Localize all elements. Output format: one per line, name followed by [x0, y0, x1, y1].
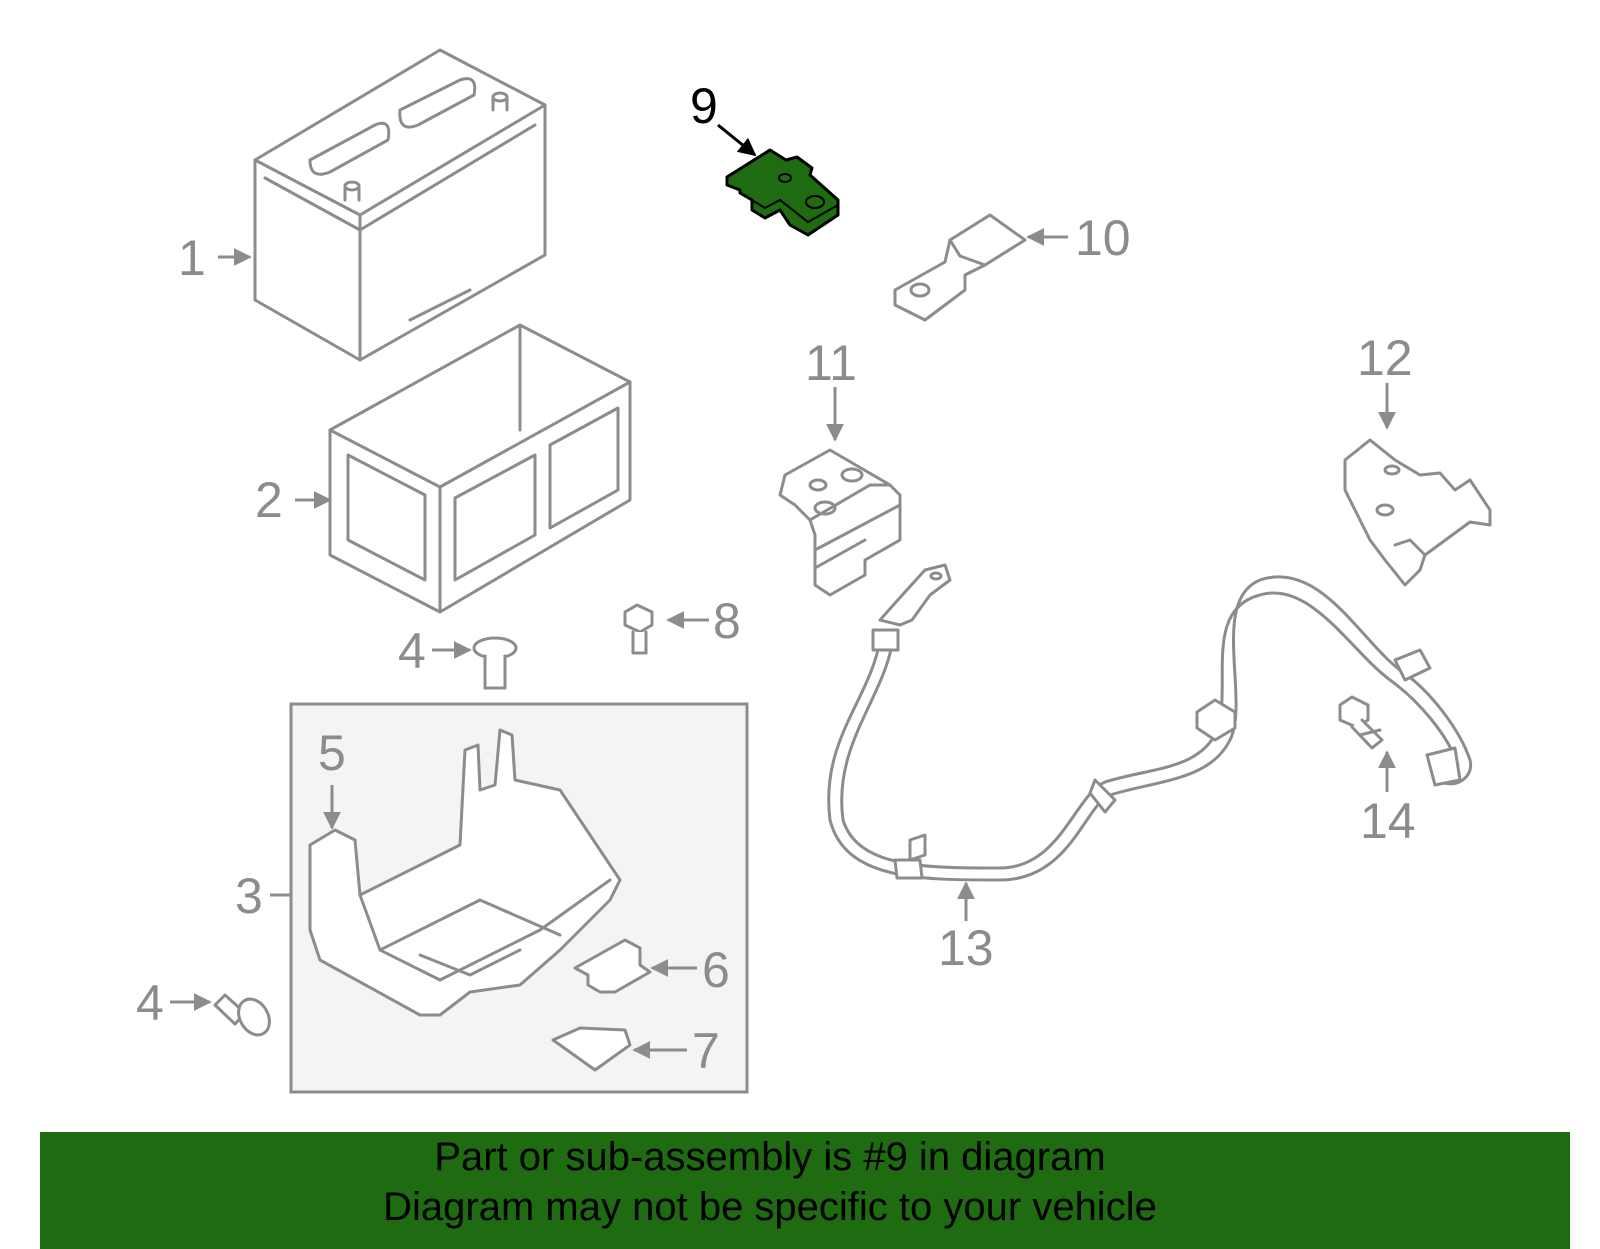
battery-cable-13-part: [827, 563, 1473, 882]
callout-12: 12: [1357, 330, 1413, 386]
battery-part: [253, 48, 547, 362]
bracket-10-part: [893, 213, 1027, 322]
junction-block-11-part: [778, 448, 902, 597]
bolt-14-part: [1338, 695, 1384, 750]
callout-7: 7: [692, 1023, 720, 1079]
clip-4-lower-part: [213, 993, 271, 1037]
callout-4-upper: 4: [398, 623, 426, 679]
battery-tray-part: [308, 728, 622, 1017]
callout-1: 1: [178, 230, 206, 286]
callout-6: 6: [702, 942, 730, 998]
callout-10: 10: [1075, 210, 1131, 266]
callout-13: 13: [938, 920, 994, 976]
banner-line-1: Part or sub-assembly is #9 in diagram: [434, 1135, 1106, 1179]
callout-11: 11: [805, 335, 857, 391]
bracket-6-part: [573, 938, 652, 994]
callout-8: 8: [713, 593, 741, 649]
bracket-7-part: [551, 1026, 632, 1072]
callout-5: 5: [318, 725, 346, 781]
callout-2: 2: [255, 472, 283, 528]
info-banner: Part or sub-assembly is #9 in diagram Di…: [40, 1132, 1570, 1249]
callout-4-lower: 4: [136, 975, 164, 1031]
bolt-8-part: [623, 603, 654, 655]
callout-14: 14: [1360, 793, 1416, 849]
callout-9: 9: [690, 78, 718, 134]
callout-3: 3: [235, 868, 263, 924]
bracket-12-part: [1343, 438, 1492, 587]
bracket-9-highlighted-part: [725, 148, 840, 237]
battery-box-part: [328, 323, 632, 614]
clip-4-upper-part: [472, 636, 518, 690]
banner-line-2: Diagram may not be specific to your vehi…: [383, 1185, 1157, 1229]
